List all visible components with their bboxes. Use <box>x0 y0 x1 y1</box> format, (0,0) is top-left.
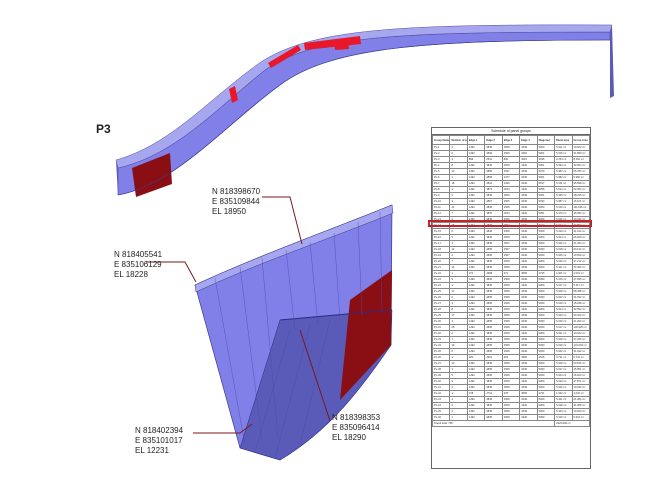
callout-top: N 818398670 E 835109844 EL 18950 <box>212 187 260 217</box>
callout-bottom-left-easting: E 835101017 <box>135 436 183 445</box>
callout-leaders <box>146 196 331 434</box>
callout-bottom-right-elevation: EL 18290 <box>332 433 366 442</box>
callout-bottom-left: N 818402394 E 835101017 EL 12231 <box>135 426 183 456</box>
table-header-cell: Group Area <box>571 135 590 145</box>
callout-top-northing: N 818398670 <box>212 187 261 196</box>
callout-top-elevation: EL 18950 <box>212 207 246 216</box>
callout-left-elevation: EL 18228 <box>114 270 148 279</box>
callout-left: N 818405541 E 835106129 EL 18228 <box>114 250 162 280</box>
table-footer-row: Grand total: 758 2323.696 m² <box>432 420 590 427</box>
table-header-cell: Group Name <box>432 135 451 145</box>
table-header-cell: Edge 3 <box>501 135 521 145</box>
view-label: P3 <box>96 122 111 136</box>
footer-total-count: Grand total: 758 <box>432 420 556 427</box>
callout-bottom-right-easting: E 835096414 <box>332 423 380 432</box>
callout-bottom-left-elevation: EL 12231 <box>135 446 169 455</box>
table-header-cell: Edge 4 <box>519 135 538 145</box>
table-header-cell: Panel area <box>554 135 573 145</box>
overview-strip <box>115 24 614 197</box>
strip-highlighted-panels <box>229 36 361 103</box>
callout-left-easting: E 835106129 <box>114 260 162 269</box>
detail-dark-red-panel <box>340 270 392 400</box>
table-header-cell: Diagonal <box>536 135 556 145</box>
table-header-cell: Number of panels <box>449 135 468 145</box>
callout-bottom-right: N 818398353 E 835096414 EL 18290 <box>332 413 380 443</box>
callout-bottom-left-northing: N 818402394 <box>135 426 184 435</box>
detail-view <box>194 204 394 461</box>
callout-top-easting: E 835109844 <box>212 197 260 206</box>
callout-left-northing: N 818405541 <box>114 250 163 259</box>
strip-dark-red-panel <box>132 153 172 197</box>
table-header-cell: Edge 2 <box>484 135 503 145</box>
table-title: Schedule of panel groups <box>432 128 590 135</box>
footer-total-area: 2323.696 m² <box>554 420 590 427</box>
table-header-cell: Edge 1 <box>466 135 486 145</box>
callout-bottom-right-northing: N 818398353 <box>332 413 381 422</box>
highlighted-row-frame <box>428 220 592 227</box>
